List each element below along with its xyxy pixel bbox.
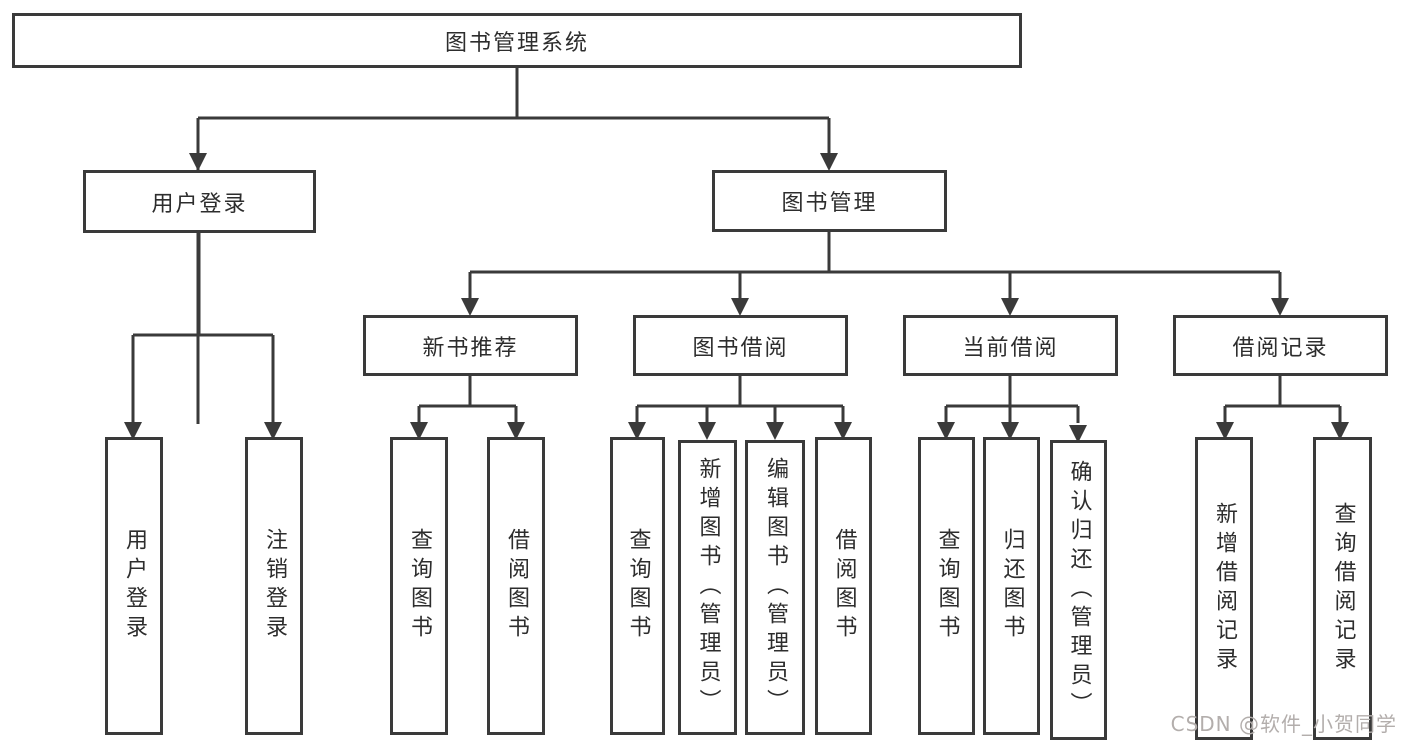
leaf-bb-borrow-book-label: 借阅图书 [831,528,857,644]
connector-book-borrowing-children [635,376,845,423]
leaf-nb-borrow-book: 借阅图书 [487,437,545,735]
node-current-borrowing: 当前借阅 [903,315,1118,376]
node-user-login-label: 用户登录 [151,191,248,217]
leaf-br-add-record: 新增借阅记录 [1195,437,1253,740]
node-root-label: 图书管理系统 [444,30,589,56]
arrowhead-bb-borrow-book [834,422,852,440]
node-new-book-recommendation: 新书推荐 [363,315,578,376]
node-book-management-label: 图书管理 [781,191,878,216]
leaf-logout-label: 注销登录 [262,528,287,644]
arrowhead-bb-add-book [698,422,716,440]
node-book-borrowing-label: 图书借阅 [692,335,789,361]
node-current-borrowing-label: 当前借阅 [962,335,1059,361]
leaf-cb-confirm-return-label: 确认归还（管理员） [1066,459,1092,721]
arrowhead-nb-borrow-book [507,422,525,440]
leaf-bb-add-book-label: 新增图书（管理员） [695,457,721,718]
leaf-br-query-record-label: 查询借阅记录 [1330,501,1356,676]
arrowhead-book-borrowing [731,298,749,316]
arrowhead-borrowing-records [1271,298,1289,316]
arrowhead-br-query-record [1331,422,1349,440]
node-user-login: 用户登录 [83,170,316,233]
leaf-cb-query-book-label: 查询图书 [934,528,960,644]
node-borrowing-records-label: 借阅记录 [1232,335,1329,361]
leaf-bb-add-book: 新增图书（管理员） [678,440,737,735]
leaf-cb-return-book-label: 归还图书 [999,528,1025,644]
leaf-cb-confirm-return: 确认归还（管理员） [1050,440,1107,740]
csdn-watermark: CSDN @软件_小贺同学 [1170,712,1397,736]
connector-new-book-children [417,376,518,423]
connector-current-borrowing-children [944,376,1080,423]
arrowhead-current-borrowing [1001,298,1019,316]
node-root: 图书管理系统 [12,13,1022,68]
arrowhead-leaf-user-login [124,422,142,440]
leaf-bb-edit-book-label: 编辑图书（管理员） [763,457,788,718]
leaf-bb-query-book: 查询图书 [610,437,665,735]
leaf-bb-edit-book: 编辑图书（管理员） [745,440,805,735]
arrowhead-br-add-record [1216,422,1234,440]
arrowhead-user-login [189,153,207,171]
leaf-bb-query-book-label: 查询图书 [625,528,651,644]
leaf-bb-borrow-book: 借阅图书 [815,437,872,735]
arrowhead-bb-edit-book [766,422,784,440]
arrowhead-cb-query-book [937,422,955,440]
leaf-nb-query-book: 查询图书 [390,437,448,735]
arrowhead-nb-query-book [410,422,428,440]
leaf-br-add-record-label: 新增借阅记录 [1212,501,1237,676]
leaf-cb-return-book: 归还图书 [983,437,1040,735]
connector-book-management-children [468,232,1282,300]
leaf-user-login: 用户登录 [105,437,163,735]
arrowhead-cb-confirm-return [1069,425,1087,443]
arrowhead-new-book-recommendation [461,298,479,316]
arrowhead-leaf-logout [264,422,282,440]
arrowhead-cb-return-book [1001,422,1019,440]
connector-user-login-children [131,233,275,423]
node-new-book-recommendation-label: 新书推荐 [422,335,519,361]
leaf-nb-borrow-book-label: 借阅图书 [504,528,529,644]
connector-root-branches [196,68,831,156]
connector-borrowing-records-children [1223,376,1342,423]
arrowhead-bb-query-book [628,422,646,440]
leaf-logout: 注销登录 [245,437,303,735]
leaf-nb-query-book-label: 查询图书 [407,528,432,644]
arrowhead-book-management [820,153,838,171]
node-book-management: 图书管理 [712,170,947,232]
node-book-borrowing: 图书借阅 [633,315,848,376]
leaf-br-query-record: 查询借阅记录 [1313,437,1372,740]
leaf-cb-query-book: 查询图书 [918,437,975,735]
node-borrowing-records: 借阅记录 [1173,315,1388,376]
leaf-user-login-label: 用户登录 [122,528,147,644]
